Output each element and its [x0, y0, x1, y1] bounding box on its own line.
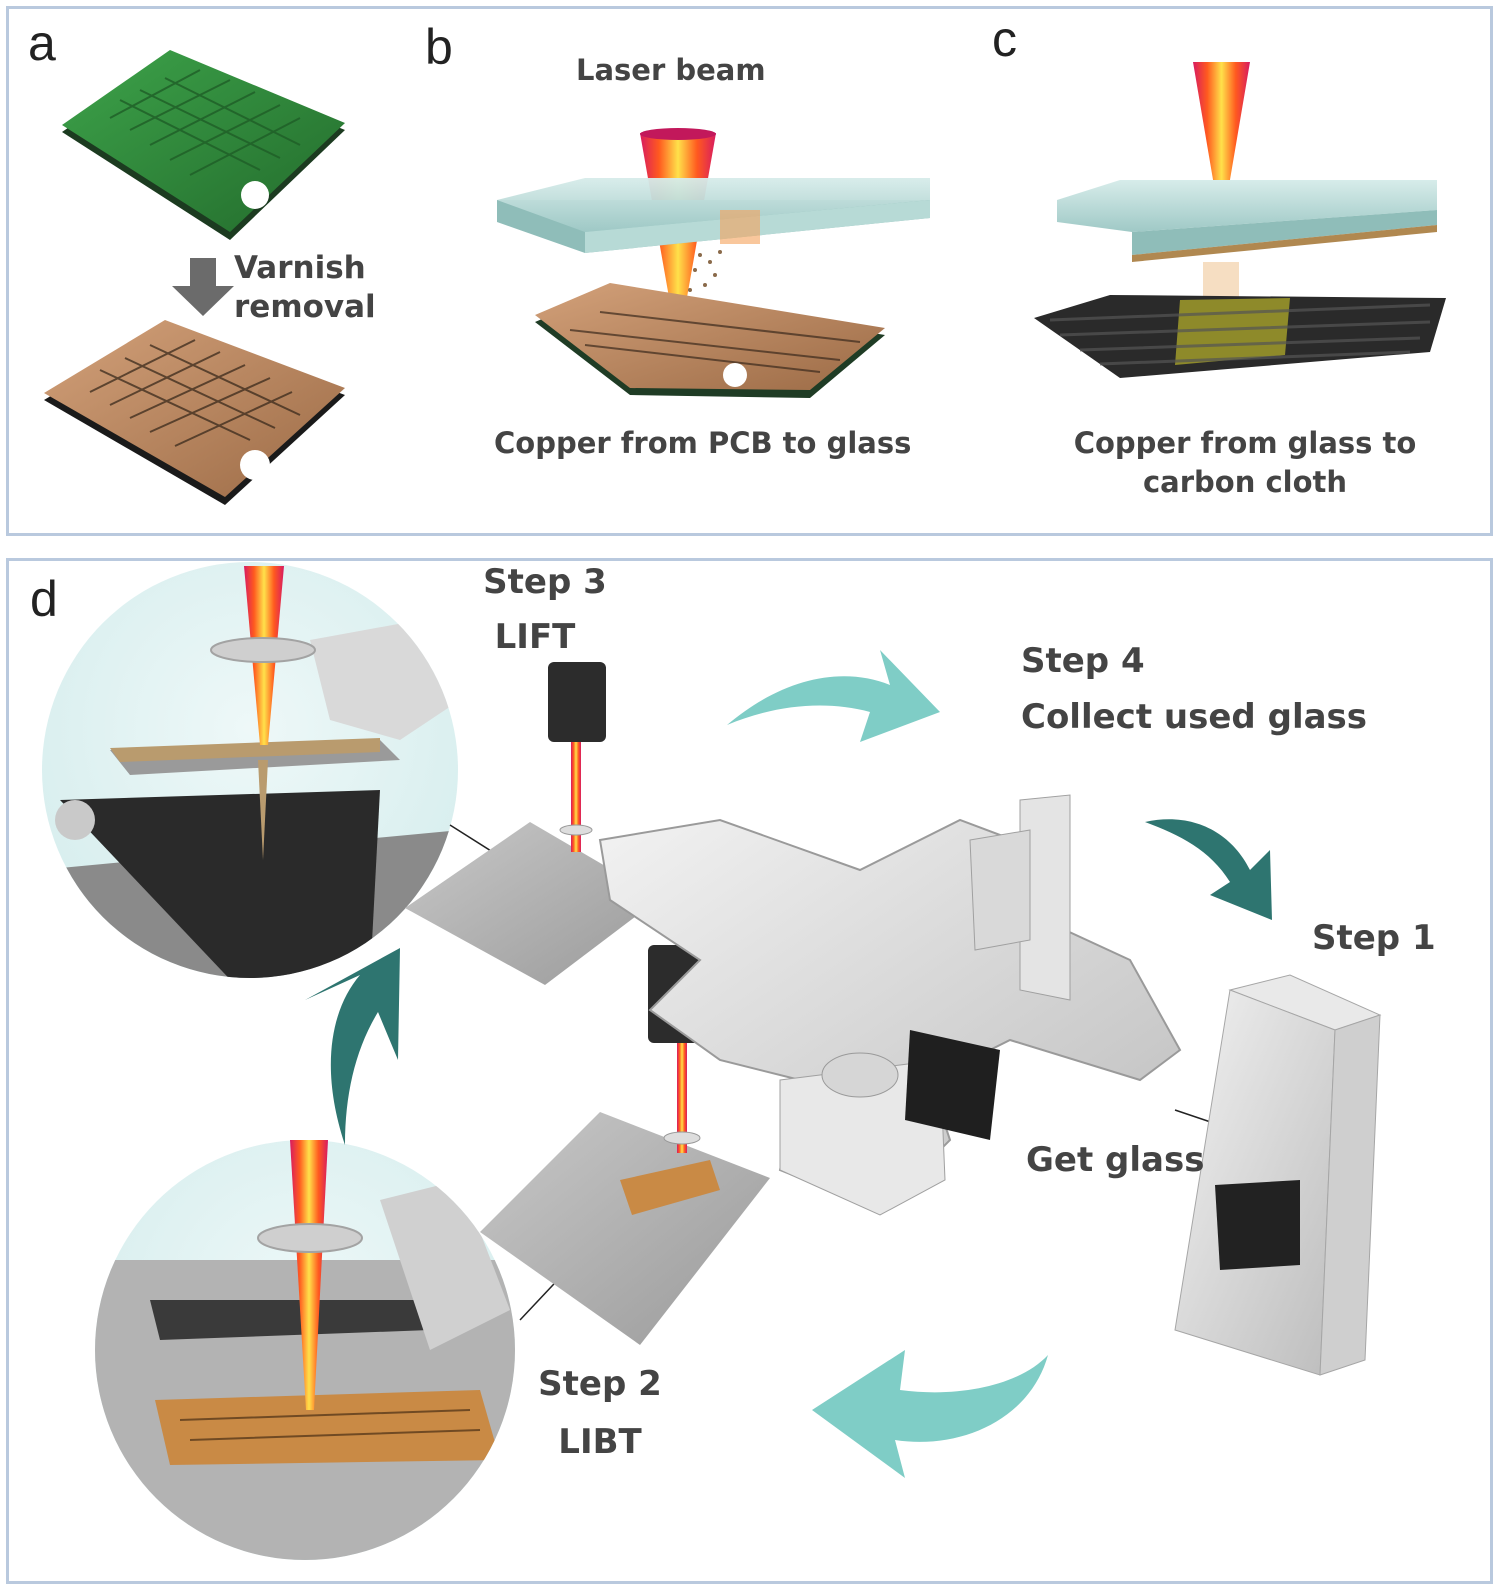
zoom-circle-lift — [42, 562, 458, 978]
laser-head-step3 — [548, 662, 606, 852]
glass-slide-c — [1057, 180, 1437, 302]
pcb-chip-on-stage — [620, 1160, 720, 1215]
arrow-step3-to-step4 — [727, 650, 940, 742]
arrow-step1-to-step2 — [812, 1350, 1048, 1478]
glass-dispenser — [1174, 974, 1382, 1376]
varnish-removal-arrow — [172, 258, 234, 316]
step2-name: LIBT — [558, 1422, 642, 1462]
copper-particles — [688, 250, 722, 302]
carbon-cloth — [1034, 295, 1446, 378]
step4-title: Step 4 — [1021, 641, 1145, 681]
pcb-board-b — [535, 283, 885, 398]
caption-c-line2: carbon cloth — [1142, 465, 1348, 499]
step3-title: Step 3 — [483, 562, 607, 602]
panel-letter-a: a — [28, 15, 56, 71]
panel-letter-c: c — [992, 11, 1017, 67]
removal-label: removal — [234, 289, 376, 325]
arrow-step4-to-step1 — [1145, 819, 1272, 920]
cross-gantry — [598, 794, 1182, 1216]
zoom-circle-libt — [95, 1140, 515, 1560]
step1-name: Get glass — [1026, 1140, 1205, 1180]
panel-letter-d: d — [30, 571, 58, 627]
libt-stage-plate — [480, 1112, 770, 1345]
panel-letter-b: b — [425, 19, 453, 75]
laser-beam-c — [1193, 62, 1250, 215]
varnish-label: Varnish — [234, 250, 366, 286]
pcb-copper-board — [44, 320, 345, 505]
laser-beam-label: Laser beam — [576, 53, 766, 87]
step1-title: Step 1 — [1312, 918, 1436, 958]
arrow-step2-to-step3 — [305, 948, 400, 1145]
glass-slide-b — [497, 178, 930, 253]
pcb-green-board — [62, 50, 345, 240]
step2-title: Step 2 — [538, 1364, 662, 1404]
step3-name: LIFT — [494, 617, 576, 657]
caption-c-line1: Copper from glass to — [1073, 426, 1417, 460]
step4-name: Collect used glass — [1021, 697, 1368, 737]
lift-stage-plate — [405, 822, 660, 985]
caption-b: Copper from PCB to glass — [494, 426, 912, 460]
